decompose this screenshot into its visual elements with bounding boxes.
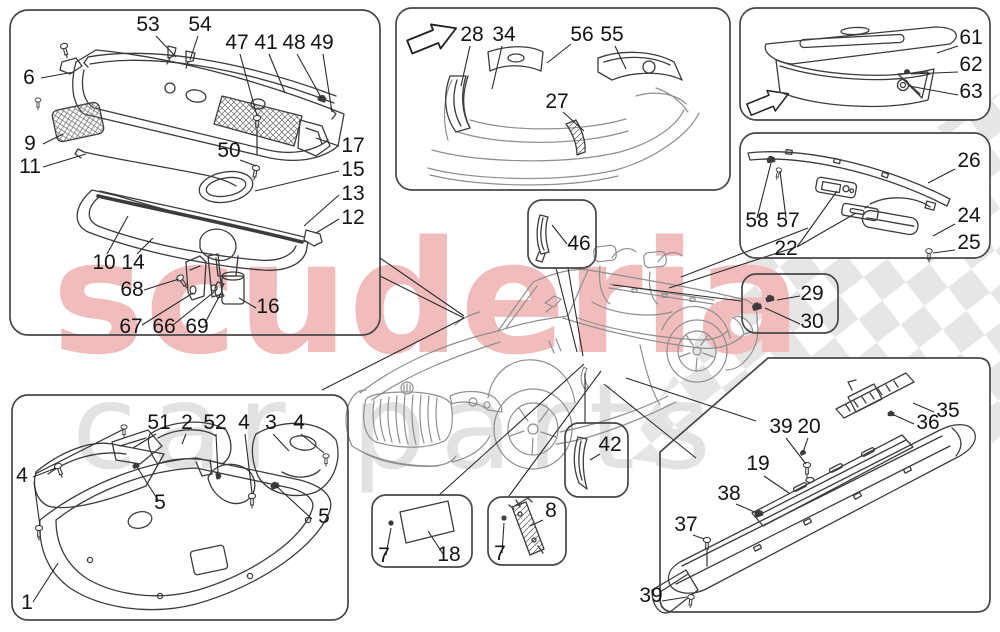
callout-26[interactable]: 26: [957, 149, 980, 172]
callout-41[interactable]: 41: [254, 31, 277, 54]
callout-55[interactable]: 55: [600, 23, 623, 46]
bracket-drawing: [508, 497, 545, 556]
callout-11[interactable]: 11: [19, 155, 41, 178]
callout-10[interactable]: 10: [92, 251, 115, 274]
cowl-callouts: 53 54 47 41 48 49 6 9 11 17 50 15 13 12 …: [19, 13, 365, 338]
trunk-leader-lines: [460, 43, 627, 132]
callout-13[interactable]: 13: [341, 182, 364, 205]
callout-4c[interactable]: 4: [16, 464, 28, 487]
callout-67[interactable]: 67: [119, 315, 142, 338]
shields-leader-lines: [32, 428, 325, 603]
callout-29[interactable]: 29: [800, 282, 823, 305]
shields-callouts: 51 2 52 4 3 4 4 5 5 1: [16, 411, 330, 614]
callout-22[interactable]: 22: [774, 237, 797, 260]
callout-53[interactable]: 53: [136, 13, 159, 36]
callout-4b[interactable]: 4: [293, 411, 305, 434]
callout-56[interactable]: 56: [570, 23, 593, 46]
inset-box-rear-trim: 26 58 57 22 24 25: [739, 132, 991, 263]
inset-box-pillar: 46: [527, 199, 597, 269]
callout-35[interactable]: 35: [936, 399, 959, 422]
pillar-trim-drawing: [535, 214, 550, 263]
callout-14[interactable]: 14: [121, 251, 145, 274]
inset-box-clips: 29 30: [741, 273, 839, 334]
callout-17[interactable]: 17: [341, 134, 364, 157]
leader-lines-to-car: [321, 227, 809, 497]
callout-8[interactable]: 8: [545, 499, 557, 522]
callout-19[interactable]: 19: [746, 452, 769, 475]
trunk-panels-drawing: [445, 46, 683, 156]
inset-box-grille: 7 18: [371, 494, 473, 568]
callout-51[interactable]: 51: [147, 411, 170, 434]
callout-42[interactable]: 42: [598, 433, 621, 456]
callout-38[interactable]: 38: [717, 482, 740, 505]
inset-box-bracket: 7 8: [487, 496, 567, 566]
callout-61[interactable]: 61: [959, 26, 982, 49]
rear-trim-callouts: 26 58 57 22 24 25: [745, 149, 981, 260]
callout-27[interactable]: 27: [545, 90, 568, 113]
inset-box-trunk: 28 34 56 55 27: [395, 7, 731, 191]
callout-63[interactable]: 63: [959, 80, 982, 103]
inset-box-sill: 35 36 39 20 19 38 37 39: [639, 357, 991, 614]
callout-39a[interactable]: 39: [769, 415, 792, 438]
sill-drawing: [651, 372, 976, 614]
trunk-outline-drawing: [427, 79, 700, 186]
callout-16[interactable]: 16: [256, 295, 279, 318]
callout-4a[interactable]: 4: [238, 411, 250, 434]
callout-25[interactable]: 25: [957, 231, 980, 254]
sill-leader-lines: [661, 402, 935, 602]
inset-box-lid: 61 62 63: [739, 7, 991, 121]
callout-3[interactable]: 3: [265, 411, 277, 434]
callout-54[interactable]: 54: [188, 13, 212, 36]
callout-49[interactable]: 49: [310, 31, 333, 54]
callout-37[interactable]: 37: [674, 513, 697, 536]
callout-30[interactable]: 30: [800, 310, 823, 333]
callout-15[interactable]: 15: [341, 158, 364, 181]
callout-47[interactable]: 47: [225, 31, 248, 54]
callout-7b[interactable]: 7: [494, 542, 506, 565]
callout-24[interactable]: 24: [957, 204, 981, 227]
callout-66[interactable]: 66: [152, 315, 175, 338]
callout-62[interactable]: 62: [959, 53, 982, 76]
callout-68[interactable]: 68: [120, 278, 143, 301]
callout-28[interactable]: 28: [460, 23, 483, 46]
cowl-leader-lines: [40, 35, 340, 326]
callout-9[interactable]: 9: [24, 132, 36, 155]
inset-box-fills: [10, 8, 990, 620]
inset-box-shields: 51 2 52 4 3 4 4 5 5 1: [11, 394, 349, 621]
callout-12[interactable]: 12: [341, 206, 364, 229]
inset-box-cowl: 53 54 47 41 48 49 6 9 11 17 50 15 13 12 …: [9, 9, 381, 338]
clips-leader-lines: [764, 295, 801, 325]
callout-18[interactable]: 18: [437, 543, 460, 566]
rear-trim-drawing: [747, 148, 951, 236]
clips-callouts: 29 30: [800, 282, 823, 333]
callout-1[interactable]: 1: [21, 591, 33, 614]
shields-drawing: [33, 421, 339, 611]
callout-6[interactable]: 6: [23, 66, 35, 89]
callout-48[interactable]: 48: [282, 31, 305, 54]
callout-5b[interactable]: 5: [318, 505, 330, 528]
watermark-subtitle-text: car parts: [72, 358, 725, 496]
callout-36[interactable]: 36: [916, 411, 939, 434]
callout-50[interactable]: 50: [217, 139, 240, 162]
callout-34[interactable]: 34: [492, 23, 516, 46]
callout-52[interactable]: 52: [203, 411, 226, 434]
lid-leader-lines: [908, 45, 959, 96]
callout-7[interactable]: 7: [378, 544, 390, 567]
callout-39b[interactable]: 39: [639, 584, 662, 607]
rear-trim-leader-lines: [756, 162, 956, 254]
car-illustration: [345, 244, 759, 470]
callout-2[interactable]: 2: [181, 411, 193, 434]
lid-callouts: 61 62 63: [959, 26, 982, 103]
callout-58[interactable]: 58: [745, 209, 768, 232]
inset-box-fender: 42: [564, 422, 629, 498]
callout-57[interactable]: 57: [776, 209, 799, 232]
callout-69[interactable]: 69: [185, 315, 208, 338]
callout-20[interactable]: 20: [797, 415, 820, 438]
callout-46[interactable]: 46: [567, 232, 590, 255]
callout-5a[interactable]: 5: [154, 491, 166, 514]
sill-callouts: 35 36 39 20 19 38 37 39: [639, 399, 959, 607]
trunk-callouts: 28 34 56 55 27: [460, 23, 623, 113]
rear-wheel: [666, 319, 728, 383]
